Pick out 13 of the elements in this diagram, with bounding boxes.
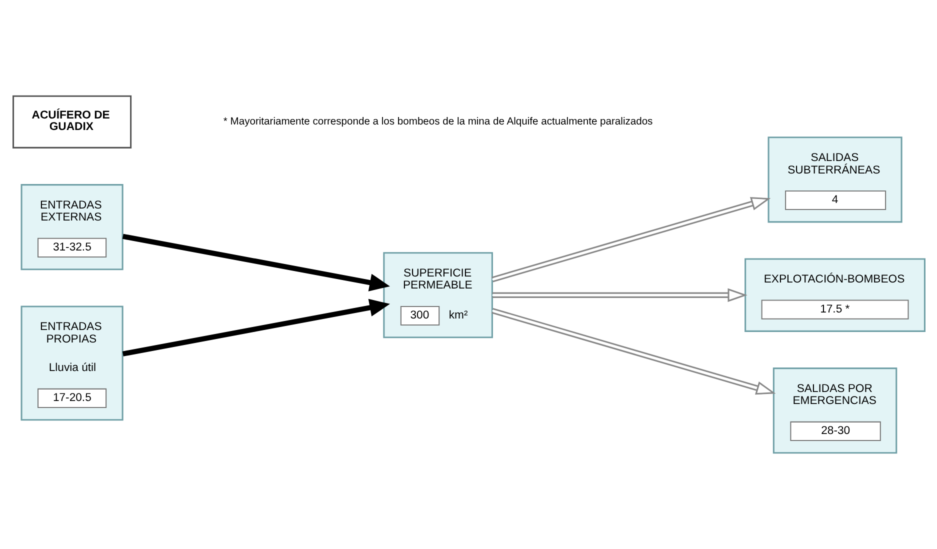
node-box: SUPERFICIE PERMEABLE 300 km²	[382, 252, 492, 338]
arrow	[492, 288, 747, 302]
node-box: EXPLOTACIÓN-BOMBEOS 17.5 *	[744, 258, 925, 332]
arrow	[122, 298, 390, 356]
arrow	[491, 197, 770, 282]
node-box: ENTRADAS EXTERNAS 31-32.5	[20, 184, 123, 270]
arrow	[491, 308, 776, 395]
label: * Mayoritariamente corresponde a los bombeos de la mina de Alquife actualmente paralizados	[222, 116, 652, 128]
node-box: ENTRADAS PROPIAS Lluvia útil 17-20.5	[20, 306, 123, 421]
node-box: SALIDAS POR EMERGENCIAS 28-30	[772, 368, 897, 454]
arrow	[122, 234, 390, 292]
node-box: ACUÍFERO DE GUADIX	[12, 95, 132, 148]
node-box: SALIDAS SUBTERRÁNEAS 4	[767, 136, 902, 223]
